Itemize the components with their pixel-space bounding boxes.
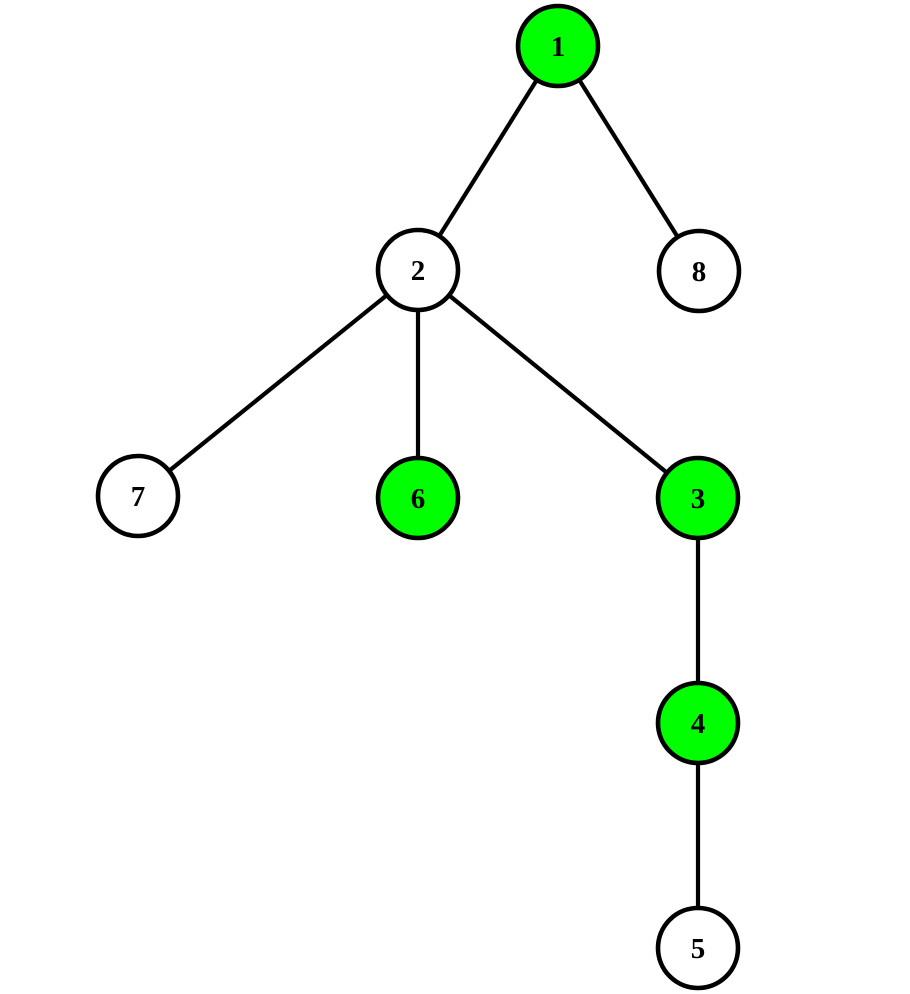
graph-node-4[interactable]: 4 [655,680,741,766]
node-label-6: 6 [411,483,426,515]
edge-layer [166,77,701,910]
node-label-4: 4 [691,708,706,740]
graph-node-3[interactable]: 3 [655,455,741,541]
node-label-1: 1 [551,31,566,63]
graph-node-5[interactable]: 5 [655,905,741,991]
node-label-5: 5 [691,933,706,965]
node-circle-7[interactable] [95,453,181,539]
node-label-8: 8 [692,256,707,288]
graph-edge-2-7 [166,292,390,474]
node-circle-1[interactable] [515,3,601,89]
node-label-3: 3 [691,483,706,515]
node-label-2: 2 [411,255,426,287]
node-layer: 1 2 8 7 6 3 4 5 [95,3,742,991]
graph-node-8[interactable]: 8 [656,228,742,314]
node-circle-6[interactable] [375,455,461,541]
graph-edge-1-2 [436,77,540,239]
node-circle-4[interactable] [655,680,741,766]
node-circle-5[interactable] [655,905,741,991]
graph-node-7[interactable]: 7 [95,453,181,539]
node-label-7: 7 [131,481,146,513]
graph-node-2[interactable]: 2 [375,227,461,313]
graph-node-1[interactable]: 1 [515,3,601,89]
graph-node-6[interactable]: 6 [375,455,461,541]
graph-edge-2-3 [446,292,670,476]
node-circle-8[interactable] [656,228,742,314]
node-circle-2[interactable] [375,227,461,313]
node-circle-3[interactable] [655,455,741,541]
graph-edge-1-8 [576,77,681,240]
